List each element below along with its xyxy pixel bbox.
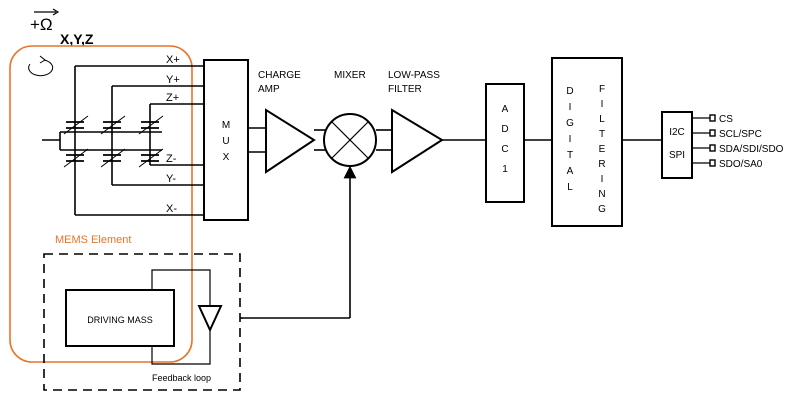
filtering-letter: E — [599, 144, 606, 155]
channel-label-x-minus: X- — [166, 203, 177, 215]
filtering-letter: R — [598, 159, 605, 170]
lpf-triangle — [391, 108, 444, 174]
lpf-label: FILTER — [388, 84, 422, 95]
pin-terminal — [709, 114, 716, 122]
lpf-label: LOW-PASS — [388, 70, 440, 81]
interface-label-spi: SPI — [669, 150, 685, 161]
mux-letter: U — [222, 136, 229, 147]
digital-filtering-block — [551, 57, 623, 227]
omega-header: +Ω X,Y,Z — [30, 8, 94, 47]
channel-label-z-plus: Z+ — [166, 92, 179, 104]
digital-letter: G — [566, 118, 574, 129]
mems-element-outline — [9, 45, 193, 363]
interface-label-i2c: I2C — [669, 127, 685, 138]
adc-letter: D — [501, 124, 508, 135]
interface-block — [661, 111, 693, 179]
digital-text: D I G I T A L — [566, 86, 574, 193]
digital-letter: L — [567, 182, 573, 193]
filtering-letter: G — [598, 204, 606, 215]
omega-label: +Ω — [30, 15, 53, 34]
mux-block — [203, 59, 249, 221]
capacitor-network — [42, 65, 204, 216]
filtering-letter: N — [598, 189, 605, 200]
filtering-letter: I — [601, 174, 604, 185]
digital-letter: D — [566, 86, 573, 97]
feedback-label: Feedback loop — [152, 373, 211, 383]
filtering-letter: F — [599, 84, 605, 95]
pin-group: CS SCL/SPC SDA/SDI/SDO SDO/SA0 — [692, 114, 784, 170]
charge-amp-label: AMP — [258, 84, 280, 95]
driving-mass-block — [65, 289, 175, 347]
pin-label-cs: CS — [719, 114, 733, 125]
filtering-text: F I L T E R I N G — [598, 84, 606, 215]
mux-letter: M — [222, 120, 230, 131]
feedback-amp-triangle — [197, 305, 223, 333]
charge-amp-triangle — [265, 108, 316, 174]
digital-letter: I — [569, 102, 572, 113]
pin-terminal — [709, 144, 716, 152]
mixer-label: MIXER — [334, 70, 366, 81]
pin-label-scl: SCL/SPC — [719, 129, 762, 140]
charge-amp-label: CHARGE — [258, 70, 301, 81]
channel-label-y-minus: Y- — [166, 173, 176, 185]
channel-labels: X+ Y+ Z+ Z- Y- X- — [166, 54, 180, 215]
digital-letter: I — [569, 134, 572, 145]
feedback-wire-bottom — [151, 330, 211, 365]
adc-block — [485, 83, 525, 203]
channel-label-y-plus: Y+ — [166, 74, 180, 86]
digital-letter: T — [567, 150, 573, 161]
adc-letter: C — [501, 144, 508, 155]
pin-label-sdo: SDO/SA0 — [719, 159, 763, 170]
axes-label: X,Y,Z — [60, 31, 94, 47]
digital-letter: A — [567, 166, 574, 177]
adc-letter: 1 — [502, 164, 508, 175]
pin-label-sda: SDA/SDI/SDO — [719, 144, 784, 155]
mems-label: MEMS Element — [55, 234, 131, 246]
driving-mass-label: DRIVING MASS — [87, 315, 153, 325]
channel-label-x-plus: X+ — [166, 54, 180, 66]
filtering-letter: L — [599, 114, 605, 125]
feedback-loop-box — [43, 253, 241, 391]
pin-terminal — [709, 159, 716, 167]
filtering-letter: I — [601, 99, 604, 110]
mux-letter: X — [223, 152, 230, 163]
feedback-wire-top — [151, 269, 211, 306]
filtering-letter: T — [599, 129, 605, 140]
pin-terminal — [709, 129, 716, 137]
channel-label-z-minus: Z- — [166, 153, 177, 165]
rotation-icon — [28, 55, 54, 77]
adc-letter: A — [502, 104, 509, 115]
